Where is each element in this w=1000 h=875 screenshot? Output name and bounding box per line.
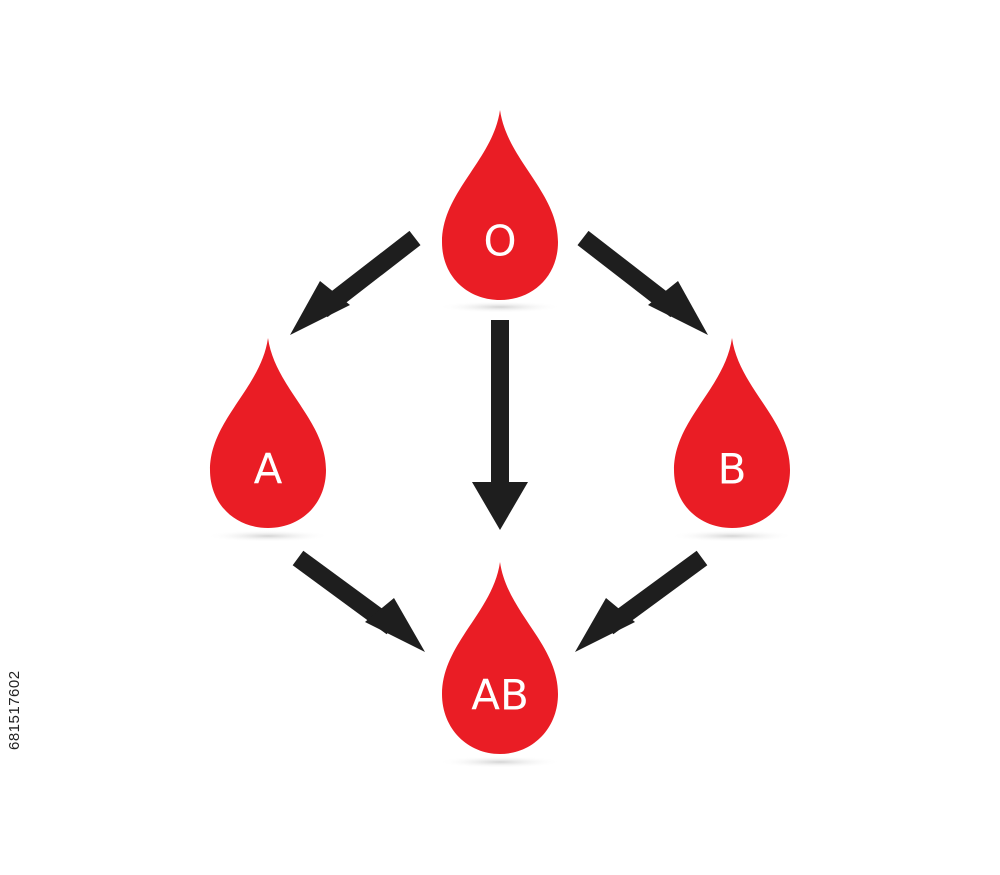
blood-drop-a: A	[206, 338, 330, 542]
edge-o-to-a	[290, 230, 421, 335]
edge-a-to-ab	[292, 550, 425, 652]
drop-shadow	[438, 756, 562, 768]
blood-drop-icon	[674, 338, 790, 528]
drop-shadow	[670, 530, 794, 542]
blood-drop-ab: AB	[438, 562, 562, 768]
stock-image-id: 681517602	[6, 670, 23, 750]
blood-drop-icon	[442, 110, 558, 300]
blood-drop-icon	[442, 562, 558, 754]
blood-drop-b: B	[670, 338, 794, 542]
arrowhead-icon	[472, 482, 528, 530]
edge-b-to-ab	[575, 550, 708, 652]
arrowhead-icon	[290, 281, 350, 335]
blood-type-label-b: B	[718, 445, 747, 494]
drop-shadow	[206, 530, 330, 542]
blood-type-label-a: A	[254, 445, 283, 494]
blood-drop-icon	[210, 338, 326, 528]
arrowhead-icon	[648, 281, 708, 335]
arrowhead-icon	[365, 598, 425, 652]
blood-drop-o: O	[438, 110, 562, 313]
edge-o-to-b	[577, 230, 708, 335]
blood-type-label-ab: AB	[471, 671, 529, 720]
drop-shadow	[438, 301, 562, 313]
arrowhead-icon	[575, 598, 635, 652]
blood-type-label-o: O	[483, 217, 516, 266]
edge-o-to-ab	[472, 320, 528, 530]
